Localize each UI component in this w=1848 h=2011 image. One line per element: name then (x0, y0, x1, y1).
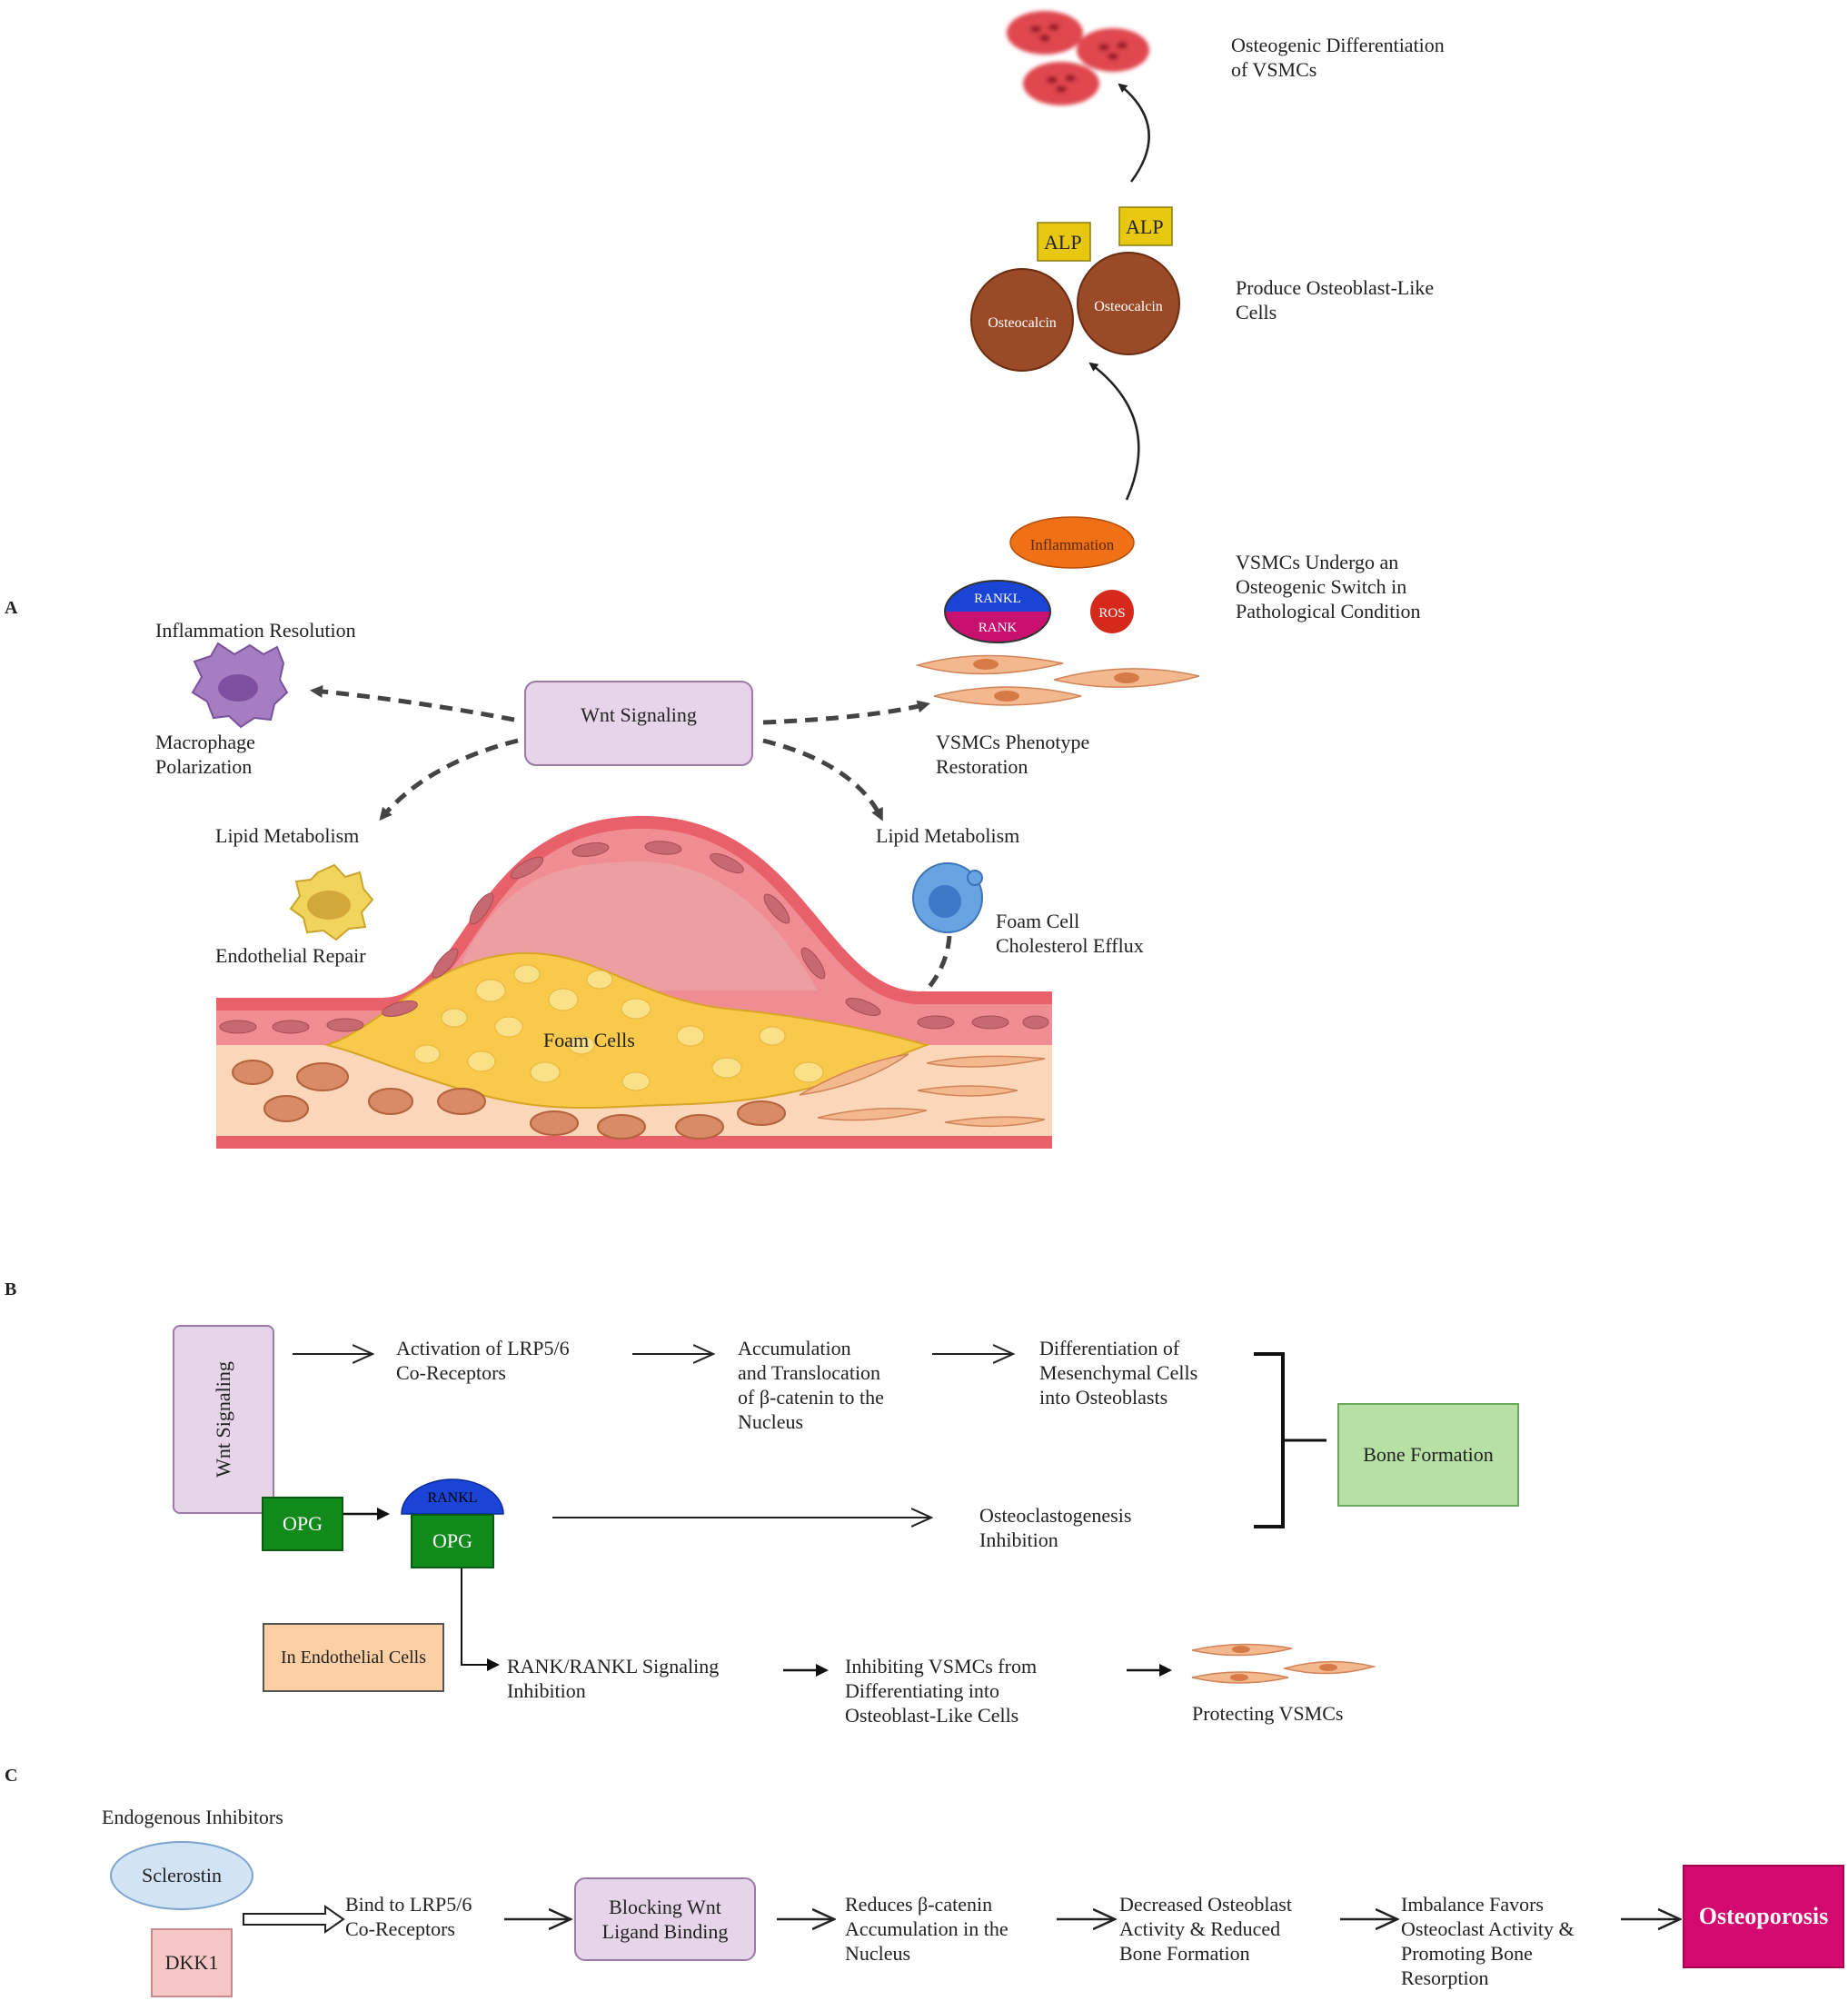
osteogenic-cell-cluster-icon (1007, 11, 1149, 105)
arrow-to-osteogenic (1118, 83, 1150, 183)
vsmc-cells-icon (915, 654, 1200, 706)
osteocalcin-label-2: Osteocalcin (1094, 299, 1163, 314)
macrophage-icon (191, 642, 289, 729)
differentiation-label: Differentiation of Mesenchymal Cells int… (1039, 1337, 1198, 1409)
alp-box-2 (1118, 206, 1173, 246)
protecting-vsmcs-label: Protecting VSMCs (1192, 1702, 1344, 1725)
panel-label-a: A (5, 598, 18, 618)
alp-box-1 (1037, 222, 1091, 262)
foam-cell-icon (912, 862, 983, 933)
accumulation-label: Accumulation and Translocation of β-cate… (738, 1337, 884, 1433)
wnt-signaling-vertical-label: Wnt Signaling (212, 1361, 234, 1478)
macrophage-polarization-label: Macrophage Polarization (155, 731, 255, 778)
rankl-cap (401, 1478, 504, 1515)
foam-cells-label: Foam Cells (543, 1029, 635, 1051)
ros-label: ROS (1098, 606, 1126, 621)
protecting-vsmcs-icon (1191, 1643, 1376, 1684)
panel-a-graphics (191, 11, 1200, 1149)
imbalance-label: Imbalance Favors Osteoclast Activity & P… (1401, 1893, 1575, 1989)
rank-rankl-inhibition-label: RANK/RANKL Signaling Inhibition (507, 1655, 720, 1702)
foam-cell-efflux-label: Foam Cell Cholesterol Efflux (996, 910, 1144, 957)
in-endothelial-box: In Endothelial Cells (263, 1623, 444, 1692)
wnt-signaling-vertical-box: Wnt Signaling (173, 1325, 274, 1514)
alp-label-2: ALP (1126, 215, 1164, 238)
blocking-wnt-box: Blocking Wnt Ligand Binding (574, 1877, 756, 1961)
endothelial-cell-icon (289, 863, 374, 941)
inflammation-label: Inflammation (1029, 536, 1115, 553)
produce-osteoblast-label: Produce Osteoblast-Like Cells (1236, 276, 1435, 324)
vsmcs-switch-label: VSMCs Undergo an Osteogenic Switch in Pa… (1236, 551, 1421, 622)
osteocalcin-cell-1 (970, 268, 1074, 372)
alp-label-1: ALP (1044, 231, 1082, 254)
endothelial-repair-label: Endothelial Repair (215, 944, 366, 967)
osteoclastogenesis-label: Osteoclastogenesis Inhibition (979, 1504, 1132, 1551)
activation-lrp-label: Activation of LRP5/6 Co-Receptors (396, 1337, 570, 1384)
opg-bound-box: OPG (411, 1514, 494, 1568)
osteocalcin-cell-2 (1077, 252, 1180, 355)
decreased-osteoblast-label: Decreased Osteoblast Activity & Reduced … (1119, 1893, 1292, 1965)
endogenous-inhibitors-label: Endogenous Inhibitors (102, 1806, 283, 1828)
arrow-to-osteoblast (1088, 362, 1140, 501)
artery-cross-section (216, 815, 1052, 1149)
panel-c-arrows (243, 1905, 1848, 1934)
panel-label-c: C (5, 1766, 18, 1786)
rank-half (945, 612, 1050, 642)
rankl-label: RANKL (974, 592, 1021, 606)
bone-formation-box: Bone Formation (1337, 1403, 1519, 1507)
opg-box: OPG (262, 1497, 343, 1551)
reduces-catenin-label: Reduces β-catenin Accumulation in the Nu… (845, 1893, 1008, 1965)
rank-label: RANK (978, 621, 1018, 635)
rankl-half (945, 581, 1050, 612)
osteoporosis-box: Osteoporosis (1683, 1865, 1844, 1968)
wnt-signaling-box (524, 681, 753, 766)
wnt-signaling-label: Wnt Signaling (581, 703, 697, 726)
inhibiting-vsmcs-label: Inhibiting VSMCs from Differentiating in… (845, 1655, 1038, 1727)
ros-circle (1090, 590, 1134, 633)
osteocalcin-label-1: Osteocalcin (988, 315, 1057, 331)
bind-lrp-label: Bind to LRP5/6 Co-Receptors (345, 1893, 472, 1940)
lipid-metabolism-left-label: Lipid Metabolism (215, 824, 360, 847)
inflammation-ellipse (1009, 516, 1135, 569)
panel-label-b: B (5, 1279, 17, 1299)
vsmcs-phenotype-label: VSMCs Phenotype Restoration (936, 731, 1090, 778)
panel-b-arrows (293, 1272, 1376, 1684)
dkk1-box: DKK1 (151, 1928, 233, 1997)
rankl-cap-label: RANKL (427, 1490, 478, 1506)
inflammation-resolution-label: Inflammation Resolution (155, 619, 356, 642)
lipid-metabolism-right-label: Lipid Metabolism (876, 824, 1020, 847)
sclerostin-ellipse: Sclerostin (110, 1841, 253, 1910)
osteogenic-differentiation-label: Osteogenic Differentiation of VSMCs (1231, 34, 1445, 81)
